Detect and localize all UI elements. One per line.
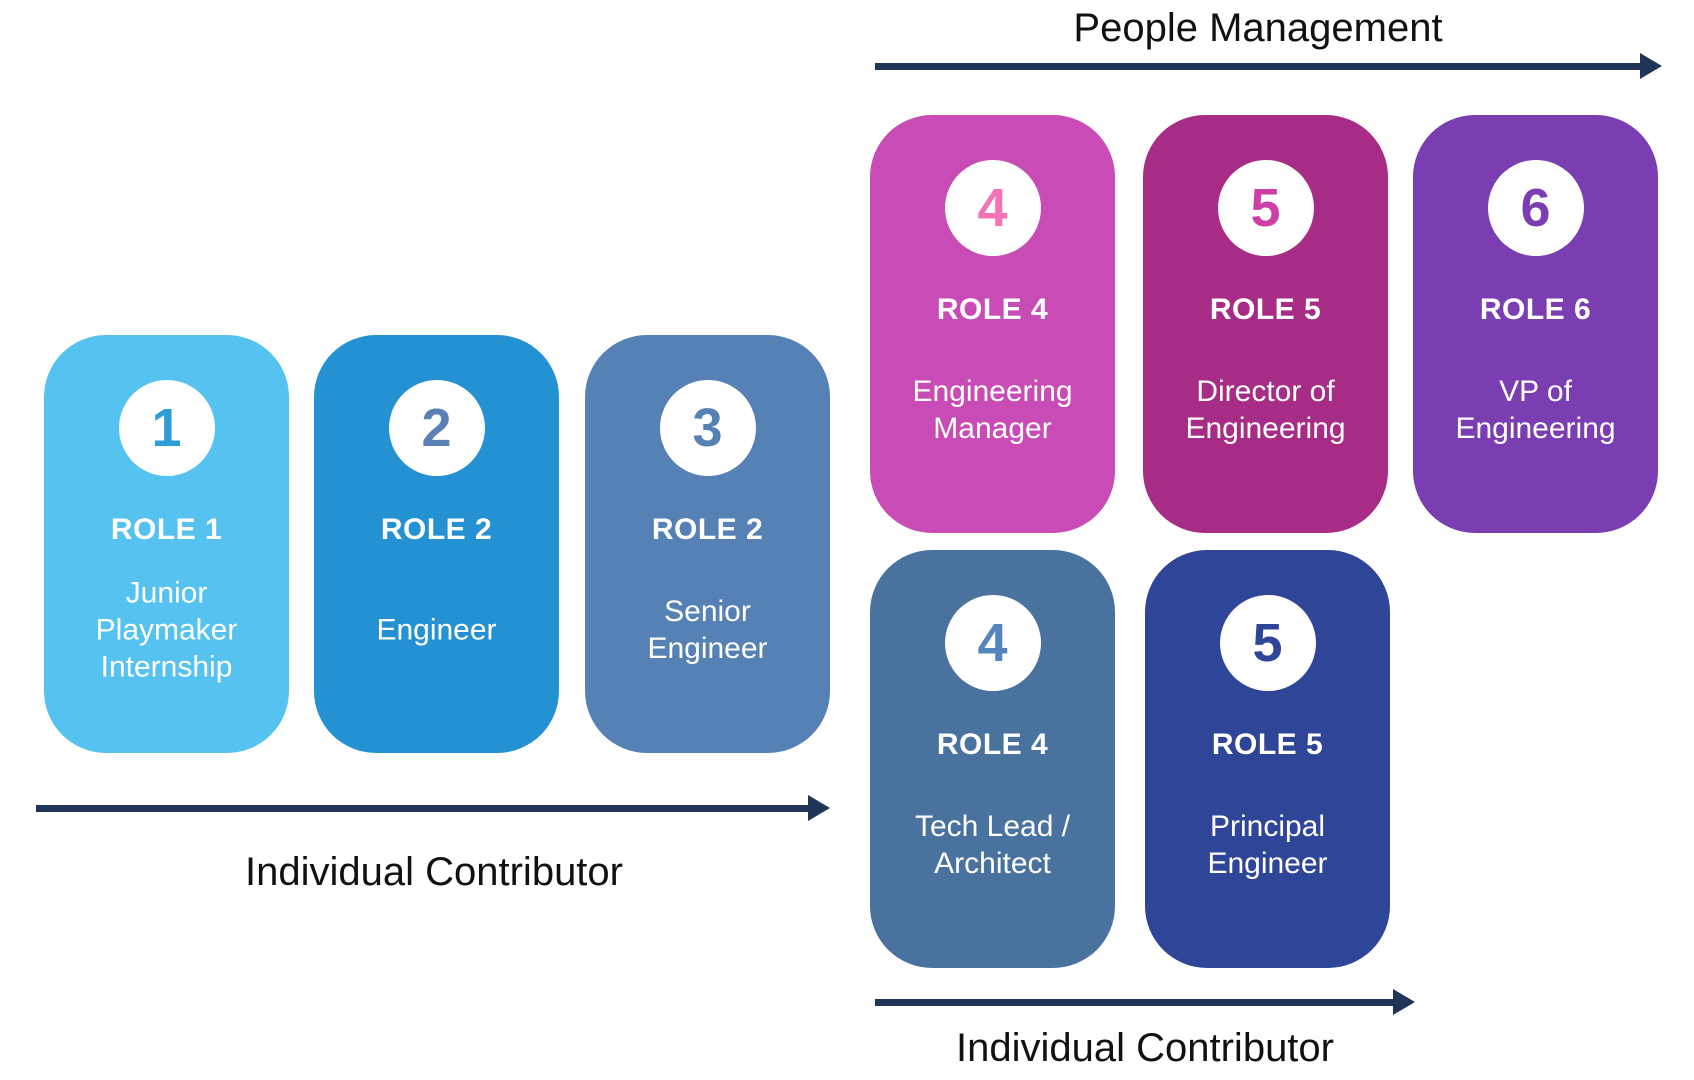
people-management-arrow-line <box>875 63 1640 70</box>
card-engineer: 2 ROLE 2 Engineer <box>314 335 559 753</box>
role-label: ROLE 5 <box>1209 293 1322 326</box>
card-director-of-engineering: 5 ROLE 5 Director of Engineering <box>1143 115 1388 533</box>
step-number-badge: 5 <box>1219 595 1316 691</box>
card-senior-engineer: 3 ROLE 2 Senior Engineer <box>585 335 830 753</box>
people-management-arrow-head-icon <box>1640 53 1662 79</box>
individual-contributor-label-left: Individual Contributor <box>245 850 623 894</box>
individual-contributor-right-arrow-head-icon <box>1393 989 1415 1015</box>
role-title: Tech Lead / Architect <box>914 810 1071 880</box>
role-title: VP of Engineering <box>1455 375 1616 445</box>
step-number: 5 <box>1250 178 1281 238</box>
role-label: ROLE 6 <box>1479 293 1592 326</box>
step-number: 2 <box>421 398 452 458</box>
role-label: ROLE 1 <box>110 513 223 546</box>
role-title: Junior Playmaker Internship <box>95 576 238 684</box>
role-label: ROLE 4 <box>936 293 1049 326</box>
card-junior-playmaker-internship: 1 ROLE 1 Junior Playmaker Internship <box>44 335 289 753</box>
role-label: ROLE 4 <box>936 728 1049 761</box>
step-number-badge: 3 <box>659 380 756 476</box>
step-number-badge: 2 <box>388 380 485 476</box>
step-number: 3 <box>692 398 723 458</box>
step-number-badge: 1 <box>118 380 215 476</box>
role-title: Senior Engineer <box>647 595 768 665</box>
people-management-label: People Management <box>1073 6 1443 50</box>
step-number-badge: 4 <box>944 160 1041 256</box>
role-label: ROLE 2 <box>651 513 764 546</box>
individual-contributor-right-arrow-line <box>875 999 1393 1006</box>
individual-contributor-label-right: Individual Contributor <box>956 1026 1334 1070</box>
card-engineering-manager: 4 ROLE 4 Engineering Manager <box>870 115 1115 533</box>
individual-contributor-left-arrow-head-icon <box>808 795 830 821</box>
role-label: ROLE 5 <box>1211 728 1324 761</box>
role-title: Engineer <box>376 613 497 647</box>
role-label: ROLE 2 <box>380 513 493 546</box>
step-number: 4 <box>977 178 1008 238</box>
card-vp-of-engineering: 6 ROLE 6 VP of Engineering <box>1413 115 1658 533</box>
step-number-badge: 5 <box>1217 160 1314 256</box>
card-principal-engineer: 5 ROLE 5 Principal Engineer <box>1145 550 1390 968</box>
step-number: 6 <box>1520 178 1551 238</box>
individual-contributor-left-arrow-line <box>36 805 808 812</box>
step-number-badge: 4 <box>944 595 1041 691</box>
role-title: Principal Engineer <box>1207 810 1328 880</box>
step-number: 1 <box>151 398 182 458</box>
role-title: Engineering Manager <box>912 375 1073 445</box>
role-title: Director of Engineering <box>1185 375 1346 445</box>
step-number: 5 <box>1252 613 1283 673</box>
step-number: 4 <box>977 613 1008 673</box>
card-tech-lead-architect: 4 ROLE 4 Tech Lead / Architect <box>870 550 1115 968</box>
step-number-badge: 6 <box>1487 160 1584 256</box>
